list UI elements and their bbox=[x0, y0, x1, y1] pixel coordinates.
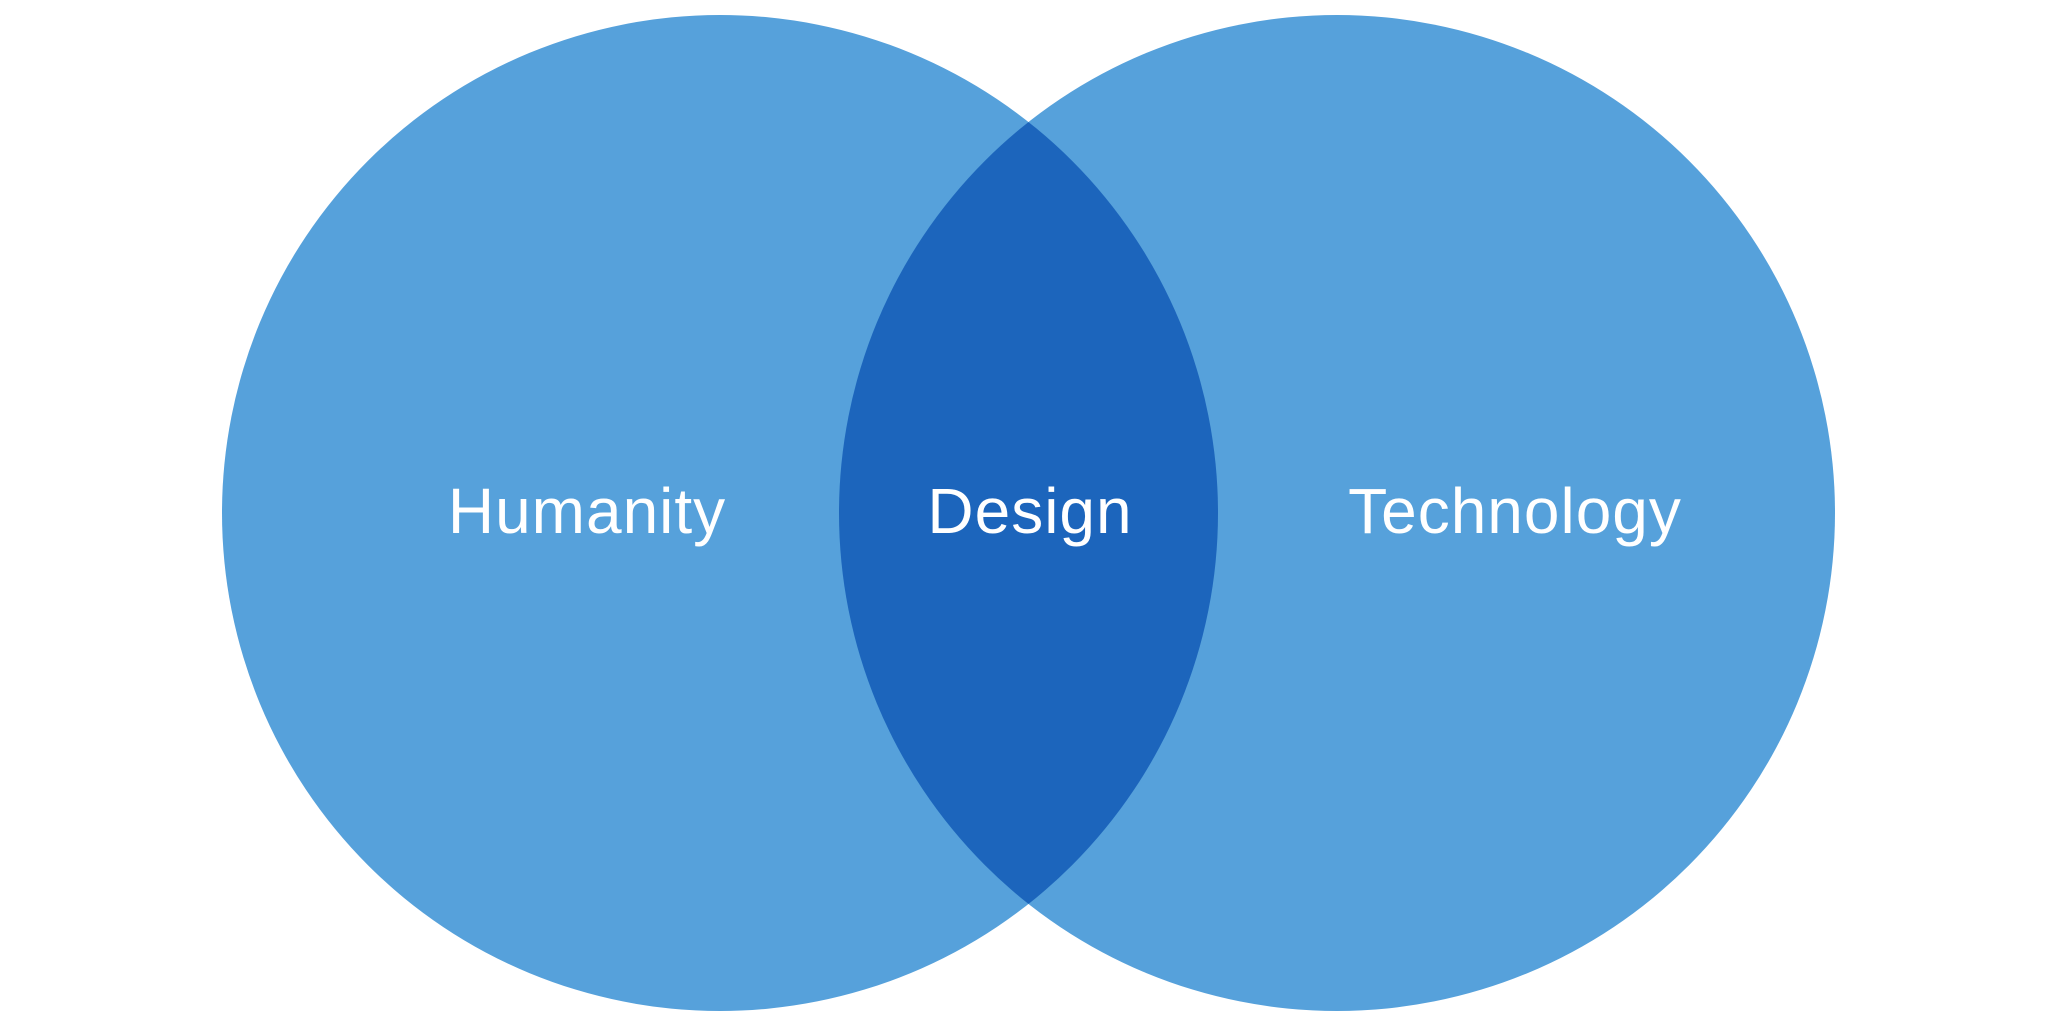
technology-label: Technology bbox=[1348, 475, 1682, 547]
humanity-label: Humanity bbox=[448, 475, 726, 547]
design-intersection bbox=[839, 15, 1218, 1011]
design-label: Design bbox=[927, 475, 1132, 547]
